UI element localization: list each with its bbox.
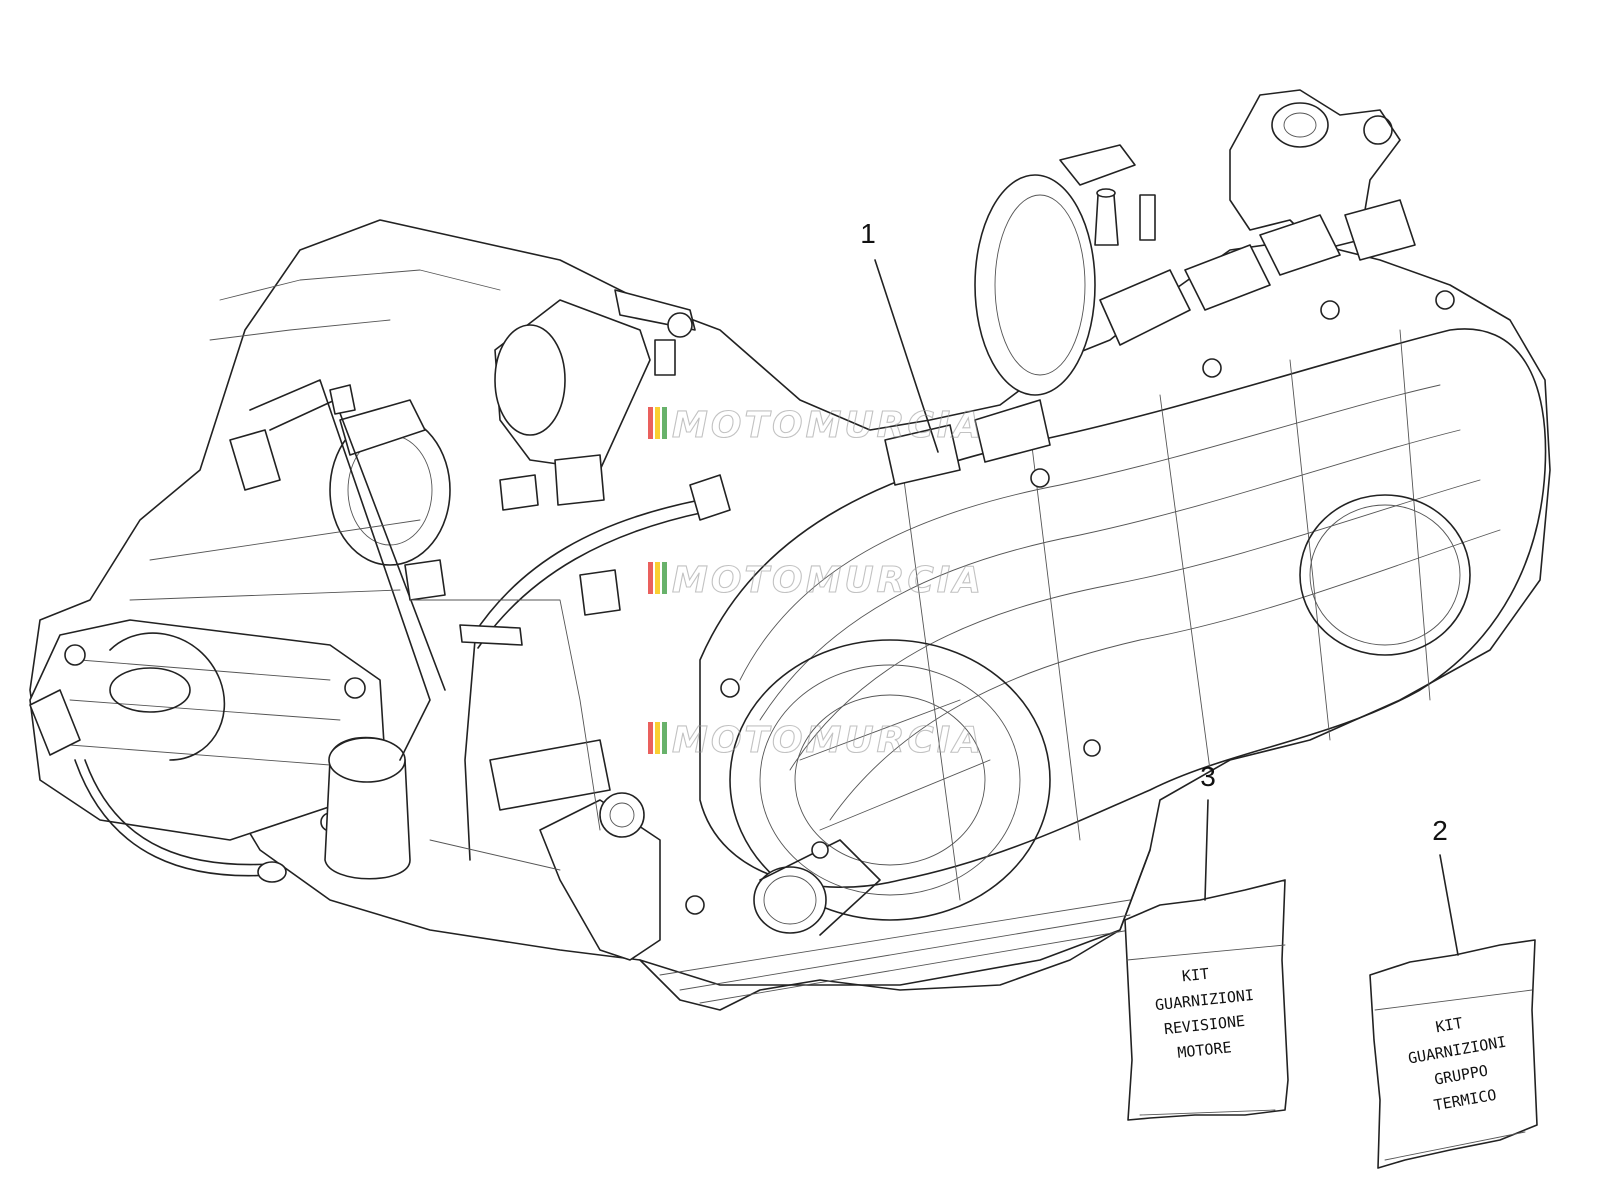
watermark-stripe-yellow bbox=[655, 562, 660, 594]
callout-label-1: 1 bbox=[860, 218, 876, 249]
watermark-stripe-green bbox=[662, 562, 667, 594]
watermark-bottom: MOTOMURCIA bbox=[648, 719, 984, 762]
callout-label-3: 3 bbox=[1200, 761, 1216, 792]
kit-bag-revisione-motore: KIT GUARNIZIONI REVISIONE MOTORE bbox=[1124, 879, 1289, 1121]
watermark-text-bottom: MOTOMURCIA bbox=[672, 720, 984, 761]
kit-revisione-line-4: MOTORE bbox=[1177, 1038, 1233, 1062]
watermark-stripe-red bbox=[648, 407, 653, 439]
leader-line-1 bbox=[874, 259, 939, 453]
leader-line-2 bbox=[1439, 854, 1459, 956]
callout-3: 3 bbox=[1200, 761, 1216, 901]
watermark-stripe-yellow bbox=[655, 407, 660, 439]
watermark-stripe-red bbox=[648, 722, 653, 754]
leader-line-3 bbox=[1204, 799, 1209, 901]
callout-1: 1 bbox=[860, 218, 939, 453]
watermark-text-middle: MOTOMURCIA bbox=[672, 560, 984, 601]
kit-revisione-line-1: KIT bbox=[1181, 965, 1210, 986]
watermark-stripe-green bbox=[662, 722, 667, 754]
watermark-stripe-yellow bbox=[655, 722, 660, 754]
watermark-middle: MOTOMURCIA bbox=[648, 559, 984, 602]
kit-termico-line-1: KIT bbox=[1434, 1014, 1464, 1036]
callout-2: 2 bbox=[1432, 815, 1459, 956]
watermark-stripe-green bbox=[662, 407, 667, 439]
callout-label-2: 2 bbox=[1432, 815, 1448, 846]
kit-bag-gruppo-termico: KIT GUARNIZIONI GRUPPO TERMICO bbox=[1369, 939, 1538, 1169]
watermark-stripe-red bbox=[648, 562, 653, 594]
watermark-text-top: MOTOMURCIA bbox=[672, 405, 984, 446]
engine-assembly bbox=[29, 89, 1551, 1011]
watermark-top: MOTOMURCIA bbox=[648, 404, 984, 447]
